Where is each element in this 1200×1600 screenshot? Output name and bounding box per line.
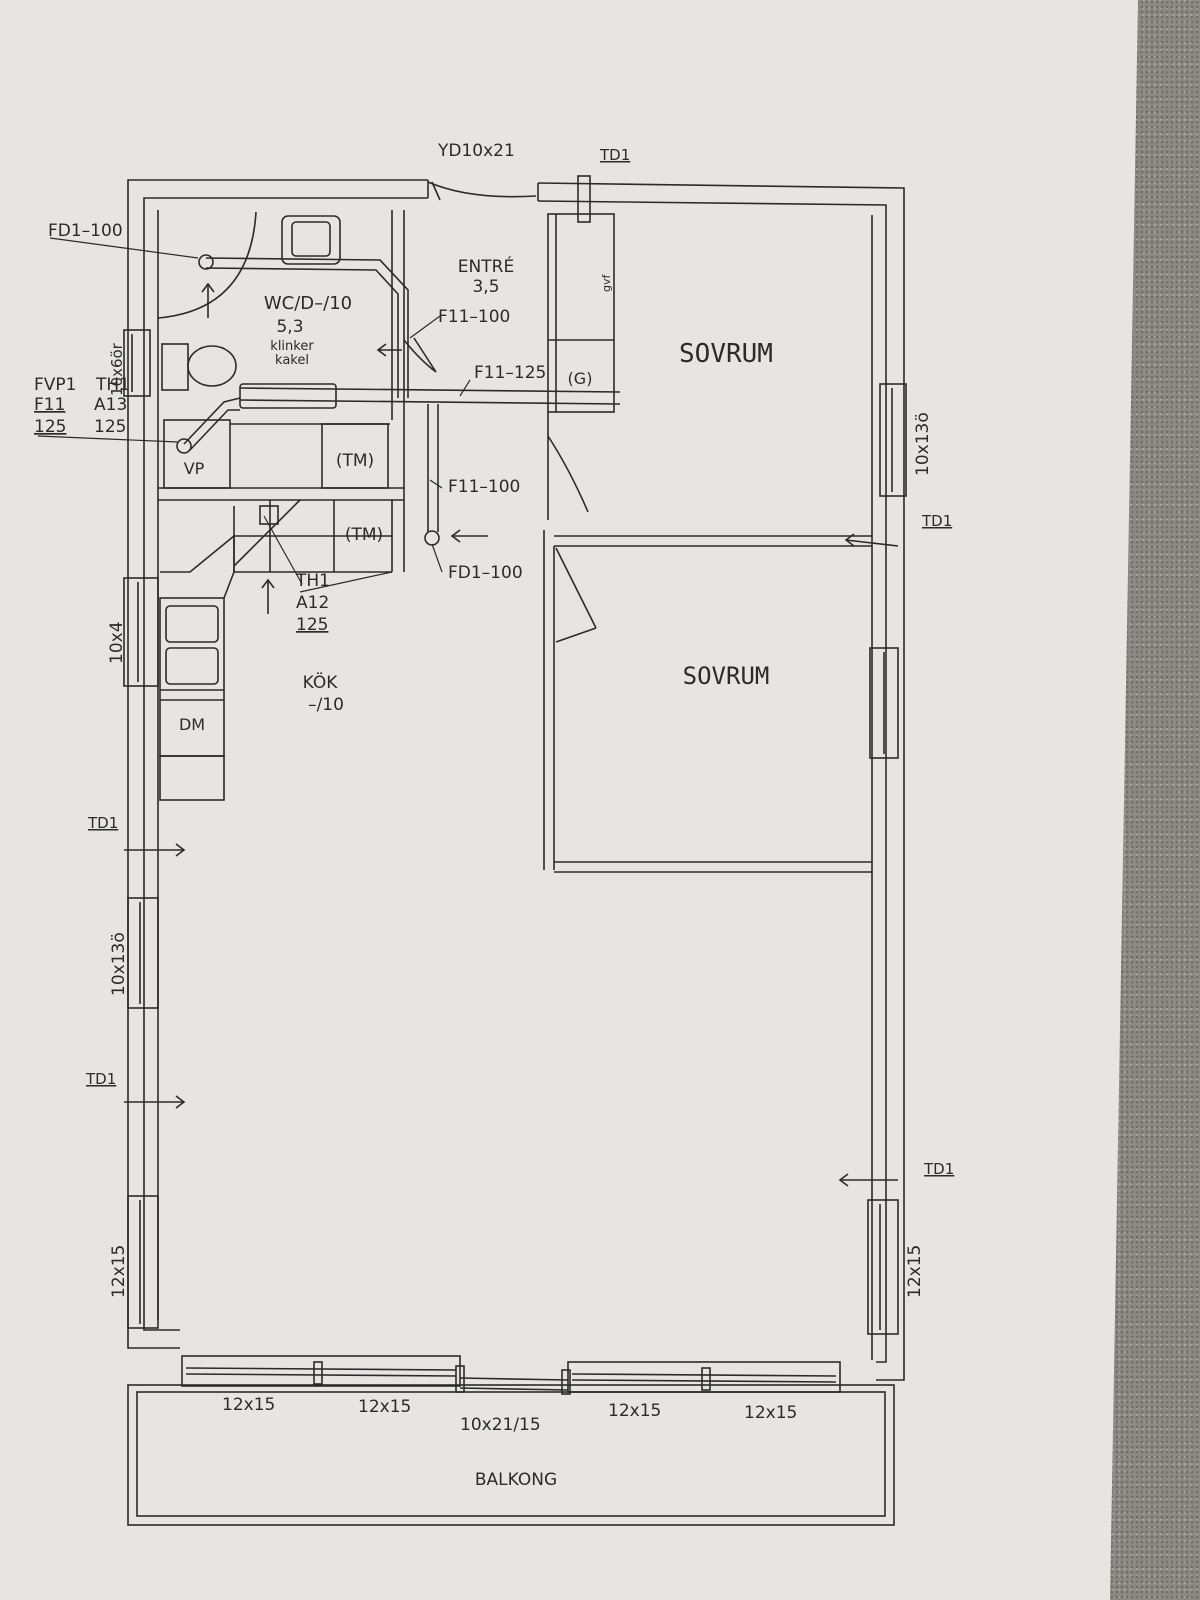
- fixture-g-label: (G): [568, 369, 593, 388]
- exterior-walls: [127, 179, 905, 1381]
- room-entre-area: 3,5: [472, 277, 499, 297]
- vent-a13-label: A13: [94, 395, 127, 415]
- vent-f11-left-label: F11: [34, 395, 65, 415]
- balcony-door: [455, 1365, 571, 1395]
- fixture-labels: VP (TM) (TM) DM (G) gvf: [179, 274, 613, 734]
- right-windows: [867, 383, 907, 1335]
- td1-left-1-label: TD1: [87, 814, 118, 832]
- flow-arrows: [124, 282, 899, 1187]
- win-left-wc-label: 10x6ör: [108, 342, 126, 396]
- floor-plan: ENTRÉ 3,5 WC/D–/10 5,3 klinker kakel SOV…: [34, 141, 954, 1526]
- vent-fd1-mid-label: FD1–100: [448, 563, 523, 583]
- bottom-window-right: [567, 1361, 841, 1393]
- vent-fd1-top-label: FD1–100: [48, 221, 123, 241]
- room-wc-area: 5,3: [276, 317, 303, 337]
- win-bottom-3-label: 12x15: [608, 1401, 661, 1421]
- win-left-mid-label: 10x13ö: [109, 932, 129, 996]
- room-entre-label: ENTRÉ: [458, 255, 514, 277]
- win-bottom-2-label: 12x15: [358, 1397, 411, 1417]
- vent-125-c-label: 125: [296, 615, 328, 635]
- fixture-gvf-label: gvf: [600, 274, 613, 292]
- room-wc-label: WC/D–/10: [264, 293, 352, 314]
- win-right-low-label: 12x15: [905, 1245, 925, 1298]
- bottom-window-left: [181, 1355, 461, 1387]
- td1-left-2-label: TD1: [85, 1070, 116, 1088]
- td1-right-label: TD1: [921, 512, 952, 530]
- room-bedroom-1-label: SOVRUM: [679, 339, 773, 369]
- ventilation-labels: FD1–100 F11–100 F11–125 F11–100 FD1–100 …: [34, 221, 546, 635]
- ventilation-ducts: [176, 175, 621, 546]
- balcony-outline: [127, 1384, 895, 1526]
- fixture-tm-label-2: (TM): [345, 525, 383, 545]
- balcony-door-label: 10x21/15: [460, 1415, 541, 1435]
- vent-fvp1-label: FVP1: [34, 375, 76, 395]
- win-left-low-label: 12x15: [109, 1245, 129, 1298]
- fixture-tm-label-1: (TM): [336, 451, 374, 471]
- vent-f11-100-b-label: F11–100: [448, 477, 520, 497]
- interior-walls: [158, 210, 872, 873]
- win-bottom-4-label: 12x15: [744, 1403, 797, 1423]
- td1-top-label: TD1: [599, 146, 630, 164]
- front-door-label: YD10x21: [437, 141, 515, 161]
- vent-f11-100-a-label: F11–100: [438, 307, 510, 327]
- win-right-top-label: 10x13ö: [913, 412, 933, 476]
- td1-right-low-label: TD1: [923, 1160, 954, 1178]
- vent-125-b-label: 125: [94, 417, 126, 437]
- wc-fixtures: [161, 215, 390, 489]
- room-bedroom-2-label: SOVRUM: [683, 662, 770, 690]
- door-swings: [157, 181, 597, 643]
- win-bottom-1-label: 12x15: [222, 1395, 275, 1415]
- leader-lines: [37, 237, 471, 593]
- room-wc-finish-1: klinker: [270, 339, 314, 354]
- vent-th1-left-label: TH1: [95, 375, 130, 395]
- vent-125-a-label: 125: [34, 417, 66, 437]
- room-kitchen-label: KÖK: [303, 671, 339, 693]
- vent-th1-kitchen-label: TH1: [295, 571, 330, 591]
- left-windows: [123, 329, 159, 1329]
- fixture-vp-label: VP: [184, 459, 205, 478]
- room-wc-finish-2: kakel: [275, 353, 309, 368]
- fixture-dm-label: DM: [179, 715, 205, 734]
- door-window-labels: YD10x21 TD1 TD1 TD1 TD1 TD1 10x13ö 10x4 …: [85, 141, 954, 1435]
- kitchen-counter: [159, 499, 392, 801]
- room-balcony-label: BALKONG: [475, 1470, 557, 1490]
- vent-a12-label: A12: [296, 593, 329, 613]
- room-kitchen-sub: –/10: [308, 695, 344, 715]
- vent-f11-125-label: F11–125: [474, 363, 546, 383]
- room-labels: ENTRÉ 3,5 WC/D–/10 5,3 klinker kakel SOV…: [264, 255, 773, 1490]
- win-left-small-label: 10x4: [107, 621, 127, 664]
